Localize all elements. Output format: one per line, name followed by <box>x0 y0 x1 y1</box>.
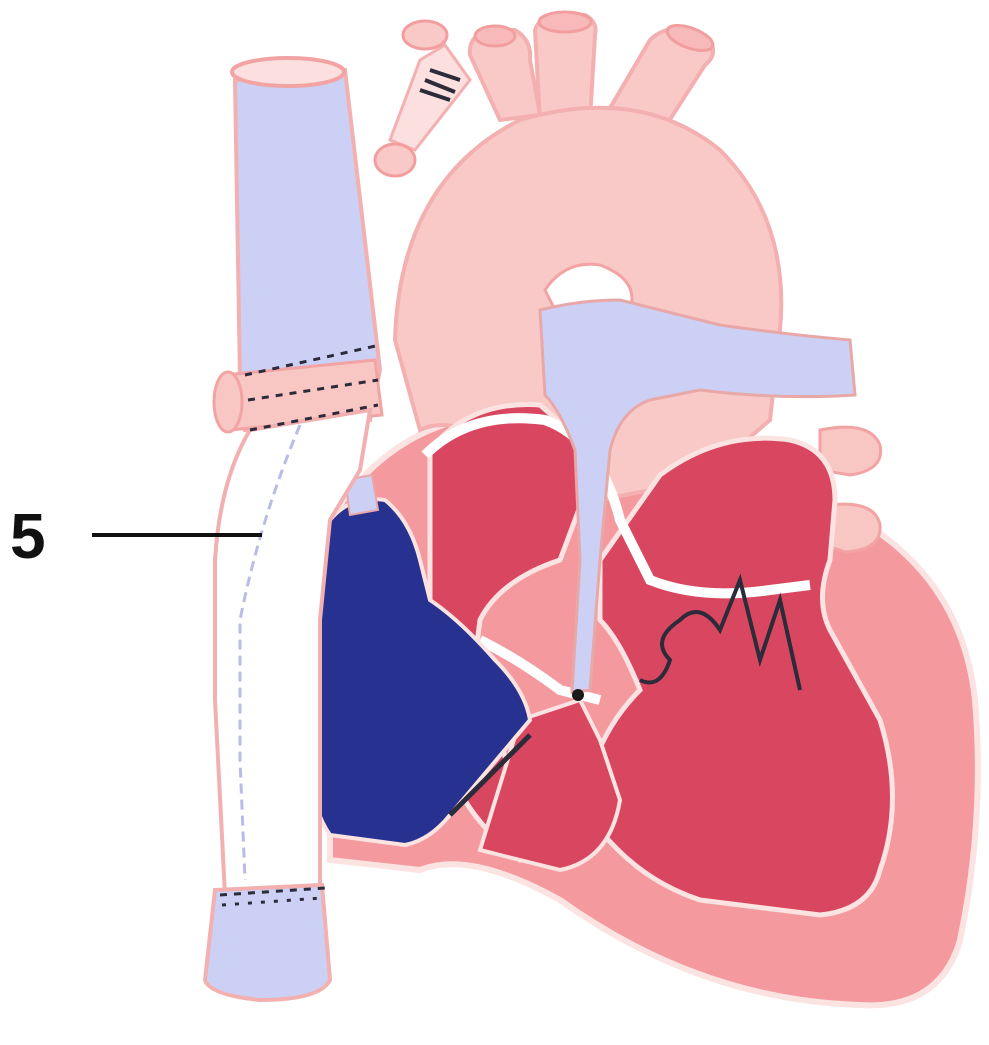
junction-point <box>572 689 584 701</box>
ligated-vessel <box>375 21 470 176</box>
brachiocephalic-opening <box>475 26 515 46</box>
label-5: 5 <box>10 500 46 572</box>
carotid-opening <box>539 12 591 32</box>
svc-opening <box>232 58 344 86</box>
inferior-vena-cava <box>205 885 330 1000</box>
